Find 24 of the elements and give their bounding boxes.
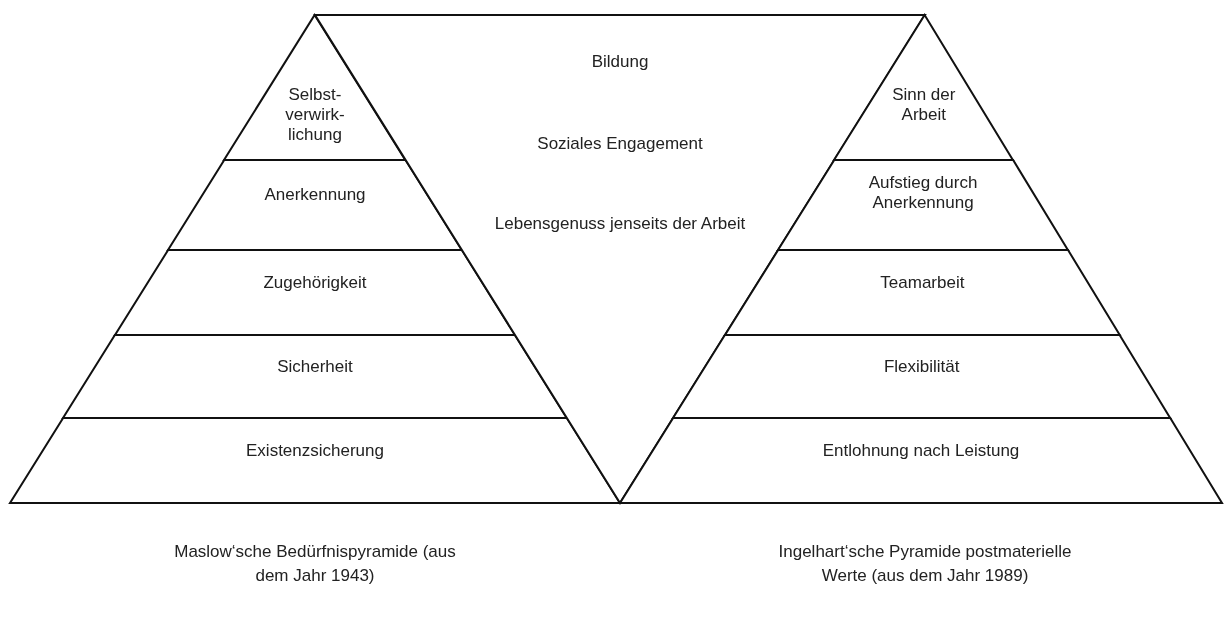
level-label: Selbst- verwirk- lichung [284, 85, 346, 145]
level-label: Zugehörigkeit [262, 273, 368, 293]
level-label: Sinn der Arbeit [891, 85, 957, 125]
level-label: Entlohnung nach Leistung [821, 441, 1021, 461]
pyramid-caption: Ingelhart‘sche Pyramide postmaterielle Werte (aus dem Jahr 1989) [777, 541, 1073, 587]
level-label: Lebensgenuss jenseits der Arbeit [493, 214, 747, 234]
pyramid-level [168, 160, 462, 250]
level-label: Bildung [590, 52, 650, 72]
level-label: Anerkennung [263, 185, 367, 205]
pyramid-level [834, 15, 1014, 160]
level-label: Teamarbeit [879, 273, 966, 293]
pyramid-level [10, 418, 620, 503]
level-label: Flexibilität [882, 357, 961, 377]
pyramid-level [673, 335, 1171, 418]
pyramid-level [63, 335, 567, 418]
pyramid-level [778, 160, 1068, 250]
level-label: Soziales Engagement [536, 134, 704, 154]
level-label: Aufstieg durch Anerkennung [867, 173, 979, 213]
level-label: Existenzsicherung [245, 441, 385, 461]
pyramid-caption: Maslow‘sche Bedürfnispyramide (aus dem Jahr 1943) [173, 541, 457, 587]
pyramid-level [725, 250, 1120, 335]
pyramid-level [620, 418, 1222, 503]
pyramid-level [115, 250, 515, 335]
level-label: Sicherheit [276, 357, 354, 377]
